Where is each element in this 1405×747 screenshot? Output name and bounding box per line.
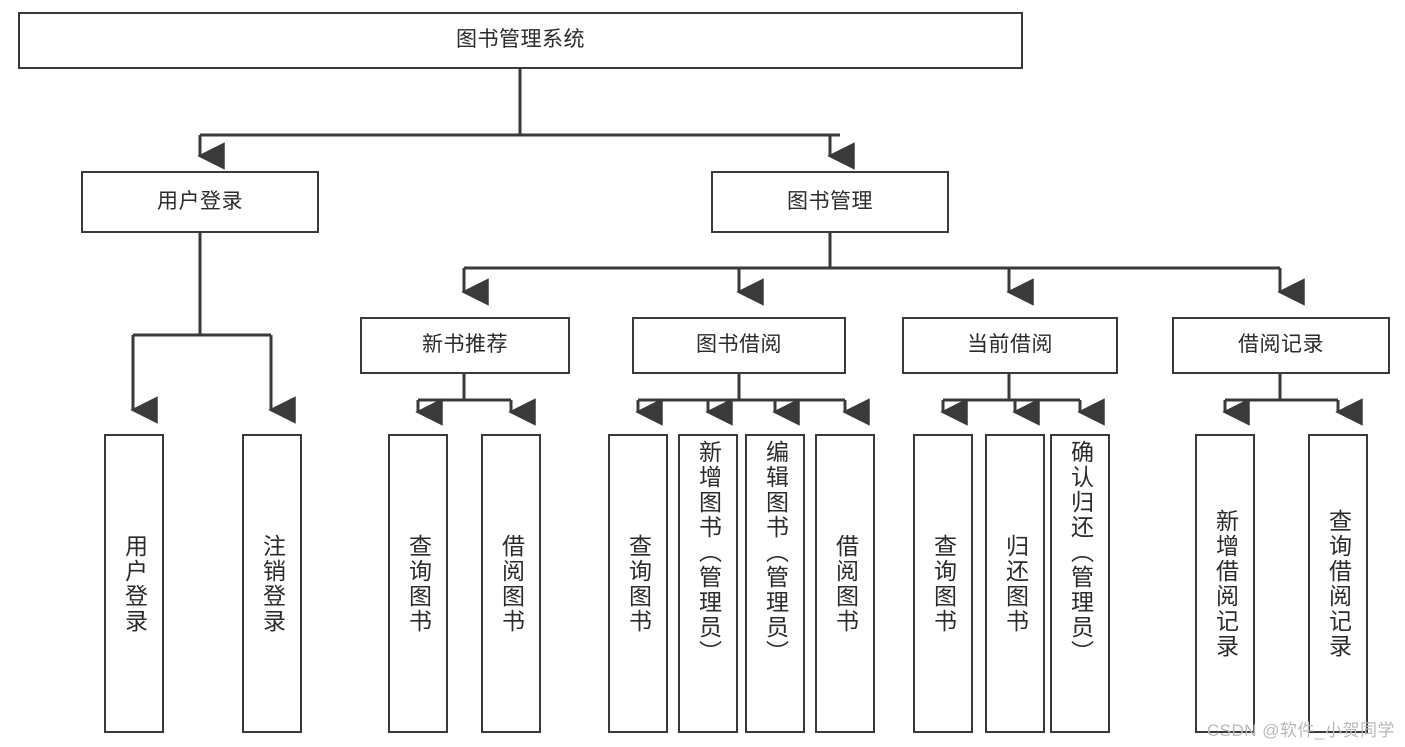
node-current-borrow[interactable]: 当前借阅 (902, 317, 1118, 374)
node-label: 借阅图书 (832, 533, 859, 634)
node-label: 图书管理系统 (456, 28, 585, 52)
node-label: 查询借阅记录 (1325, 508, 1352, 659)
node-leaf-query-book-borrow[interactable]: 查询图书 (608, 434, 668, 733)
node-label: 图书管理 (787, 189, 873, 213)
node-user-login[interactable]: 用户登录 (81, 171, 319, 233)
node-label: 归还图书 (1002, 533, 1029, 634)
node-leaf-query-borrow-record[interactable]: 查询借阅记录 (1308, 434, 1368, 733)
node-leaf-add-borrow-record[interactable]: 新增借阅记录 (1195, 434, 1255, 733)
node-leaf-edit-book-admin[interactable]: 编辑图书（管理员） (745, 434, 805, 733)
node-label: 用户登录 (121, 533, 148, 634)
node-label: 新增借阅记录 (1212, 508, 1239, 659)
node-label: 图书借阅 (696, 333, 782, 357)
node-label: 查询图书 (930, 533, 957, 634)
node-label: 用户登录 (157, 189, 243, 213)
node-label: 借阅图书 (498, 533, 525, 634)
node-root-book-management-system[interactable]: 图书管理系统 (18, 12, 1023, 69)
node-label: 查询图书 (405, 533, 432, 634)
node-label: 新书推荐 (422, 333, 508, 357)
node-label: 注销登录 (259, 533, 286, 634)
node-new-book-recommend[interactable]: 新书推荐 (360, 317, 570, 374)
node-label: 当前借阅 (967, 333, 1053, 357)
node-label: 查询图书 (625, 533, 652, 634)
node-label: 借阅记录 (1238, 333, 1324, 357)
node-label: 新增图书（管理员） (695, 440, 722, 665)
node-leaf-logout-login[interactable]: 注销登录 (242, 434, 302, 733)
node-borrow-record[interactable]: 借阅记录 (1172, 317, 1390, 374)
node-label: 编辑图书（管理员） (762, 440, 789, 665)
node-label: 确认归还（管理员） (1067, 440, 1094, 665)
node-leaf-query-book-current[interactable]: 查询图书 (913, 434, 973, 733)
node-book-borrow[interactable]: 图书借阅 (632, 317, 846, 374)
node-leaf-borrow-book[interactable]: 借阅图书 (815, 434, 875, 733)
node-leaf-query-book-recommend[interactable]: 查询图书 (388, 434, 448, 733)
node-leaf-user-login[interactable]: 用户登录 (104, 434, 164, 733)
node-leaf-borrow-book-recommend[interactable]: 借阅图书 (481, 434, 541, 733)
node-leaf-return-book[interactable]: 归还图书 (985, 434, 1045, 733)
node-leaf-add-book-admin[interactable]: 新增图书（管理员） (678, 434, 738, 733)
node-leaf-confirm-return-admin[interactable]: 确认归还（管理员） (1050, 434, 1110, 733)
node-book-management[interactable]: 图书管理 (711, 171, 949, 233)
